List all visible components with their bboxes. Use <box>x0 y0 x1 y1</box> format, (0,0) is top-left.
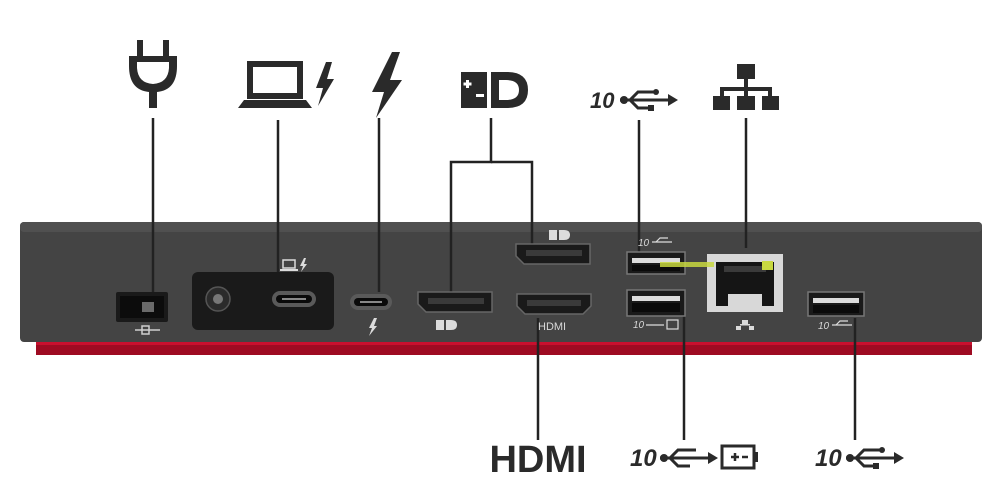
callout-lines <box>151 118 857 440</box>
guide-pin-socket[interactable] <box>205 286 231 312</box>
usb-10gbps-icon: 10 <box>590 88 678 113</box>
network-icon <box>713 64 779 110</box>
usb-small-icon-upper: 10 <box>638 237 672 249</box>
usb-c-charging-port[interactable] <box>272 291 316 307</box>
hdmi-callout-label: HDMI <box>489 439 586 481</box>
thunderbolt-icon <box>372 52 402 118</box>
svg-text:10: 10 <box>633 320 645 331</box>
displayport-port-upper[interactable] <box>515 243 591 265</box>
usb-charging-small-icon: 10 <box>633 319 679 331</box>
usb-a-port-right[interactable] <box>807 291 865 317</box>
displayport-small-icon-upper <box>549 230 570 240</box>
hdmi-port[interactable] <box>516 293 592 315</box>
svg-text:10: 10 <box>815 445 842 472</box>
laptop-connector-panel <box>192 272 334 330</box>
svg-text:10: 10 <box>818 321 830 332</box>
laptop-charging-small-icon <box>280 258 307 272</box>
usb-small-icon-right: 10 <box>818 320 852 332</box>
svg-text:10: 10 <box>638 238 650 249</box>
usb-10gbps-callout-icon: 10 <box>815 445 904 472</box>
activity-led-bar <box>660 262 714 267</box>
usb-charging-callout-icon: 10 <box>630 444 758 472</box>
dc-input-icon <box>135 325 160 335</box>
svg-text:10: 10 <box>630 445 657 472</box>
thunderbolt-small-icon <box>369 318 377 336</box>
usb-speed-label: 10 <box>590 88 615 113</box>
network-small-icon <box>736 320 754 330</box>
thunderbolt-port[interactable] <box>350 294 392 310</box>
link-led <box>762 261 773 270</box>
displayport-small-icon-lower <box>436 320 457 330</box>
hdmi-port-label: HDMI <box>538 321 566 333</box>
displayport-icon <box>461 72 528 108</box>
power-plug-icon <box>129 40 177 108</box>
dock-body <box>20 222 982 355</box>
dc-power-port[interactable] <box>116 292 168 322</box>
displayport-port-lower[interactable] <box>417 291 493 313</box>
usb-a-charging-port[interactable] <box>626 289 686 317</box>
laptop-charging-icon <box>238 61 334 108</box>
